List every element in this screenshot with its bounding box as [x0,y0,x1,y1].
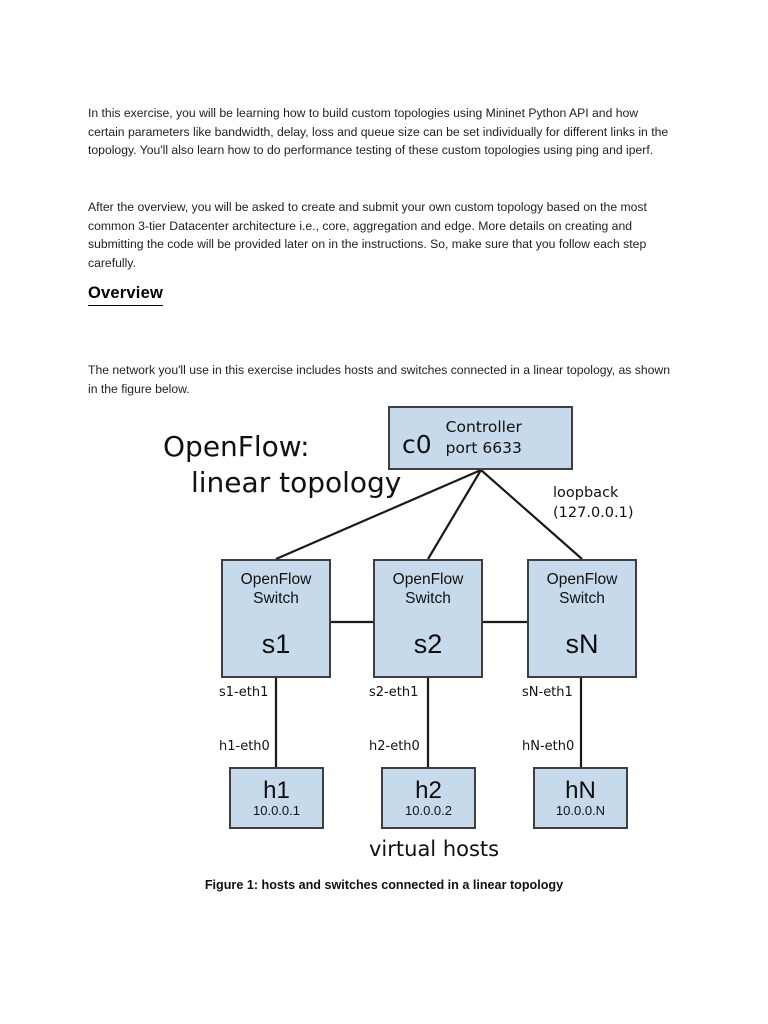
host-hN-id: hN [565,776,596,804]
node-controller-c0: c0 Controller port 6633 [388,406,573,470]
link-c0-sN [480,469,583,560]
host-h2-ip: 10.0.0.2 [405,802,452,818]
figure-title-line1: OpenFlow: [163,430,310,463]
node-switch-sN: OpenFlow Switch sN [527,559,637,678]
overview-paragraph: The network you'll use in this exercise … [88,363,670,396]
iface-label-h2-eth0: h2-eth0 [369,739,420,754]
switch-s2-id: s2 [413,629,443,659]
host-h2-id: h2 [415,776,442,804]
switch-sN-title-line2: Switch [559,590,605,607]
link-c0-s2 [427,469,482,560]
iface-label-sN-eth1: sN-eth1 [522,685,573,700]
switch-s1-title-line2: Switch [253,590,299,607]
host-h1-id: h1 [263,776,290,804]
node-switch-s1: OpenFlow Switch s1 [221,559,331,678]
switch-s1-title: OpenFlow Switch [241,570,312,608]
overview-heading-wrap: Overview [88,283,163,306]
iface-label-hN-eth0: hN-eth0 [522,739,575,754]
iface-label-s1-eth1: s1-eth1 [219,685,269,700]
node-host-hN: hN 10.0.0.N [533,767,628,829]
switch-s1-id: s1 [261,629,291,659]
controller-role-label: Controller [445,418,522,436]
node-host-h2: h2 10.0.0.2 [381,767,476,829]
node-switch-s2: OpenFlow Switch s2 [373,559,483,678]
iface-label-s2-eth1: s2-eth1 [369,685,419,700]
switch-s2-title: OpenFlow Switch [393,570,464,608]
controller-text-block: Controller port 6633 [446,417,522,459]
switch-s2-title-line1: OpenFlow [392,571,464,588]
loopback-address: (127.0.0.1) [553,505,634,521]
loopback-annotation: loopback (127.0.0.1) [553,483,634,523]
topology-figure: OpenFlow: linear topology loopback (127.… [0,395,768,915]
iface-label-h1-eth0: h1-eth0 [219,739,270,754]
link-c0-s1 [275,468,482,561]
intro-paragraph-1: In this exercise, you will be learning h… [88,106,669,158]
controller-port-label: port 6633 [445,439,522,457]
switch-sN-title-line1: OpenFlow [546,571,618,588]
figure-caption: Figure 1: hosts and switches connected i… [204,878,564,892]
loopback-label: loopback [553,485,619,501]
figure-title-line2: linear topology [191,466,402,499]
switch-s2-title-line2: Switch [405,590,451,607]
figure-title-text: OpenFlow: linear topology [163,429,401,501]
overview-heading: Overview [88,283,163,306]
host-h1-ip: 10.0.0.1 [253,802,300,818]
controller-id-label: c0 [402,429,432,459]
intro-paragraph-2: After the overview, you will be asked to… [88,200,647,270]
switch-sN-title: OpenFlow Switch [547,570,618,608]
host-hN-ip: 10.0.0.N [555,802,606,818]
switch-s1-title-line1: OpenFlow [240,571,312,588]
node-host-h1: h1 10.0.0.1 [229,767,324,829]
switch-sN-id: sN [565,629,599,659]
topology-link-lines [274,468,583,767]
virtual-hosts-label: virtual hosts [369,837,500,861]
